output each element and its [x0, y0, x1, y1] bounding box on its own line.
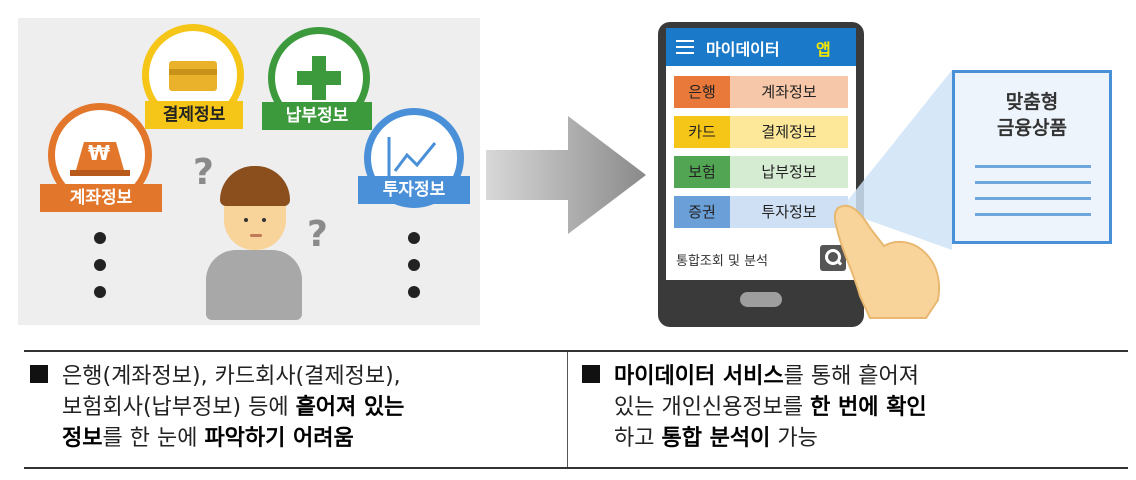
app-title: 마이데이터	[706, 40, 780, 59]
info-label: 투자정보	[730, 196, 848, 228]
org-label: 보험	[674, 156, 730, 188]
product-title-1: 맞춤형	[1005, 91, 1059, 113]
caption-bottom-rule	[24, 467, 1128, 469]
search-label: 통합조회 및 분석	[676, 254, 768, 269]
highlight-beam	[840, 70, 952, 250]
bank-icon	[70, 142, 130, 176]
product-title-2: 금융상품	[997, 117, 1067, 139]
payment-tag: 결제정보	[145, 101, 243, 129]
square-bullet-icon	[30, 365, 48, 383]
text-lines	[975, 165, 1091, 216]
won-symbol: ₩	[88, 141, 111, 165]
question-mark: ?	[307, 214, 328, 255]
plus-icon	[297, 56, 341, 100]
hamburger-menu-icon[interactable]	[676, 40, 694, 54]
info-label: 계좌정보	[730, 76, 848, 108]
info-label: 납부정보	[730, 156, 848, 188]
caption-right: 마이데이터 서비스를 통해 흩어져 있는 개인신용정보를 한 번에 확인 하고 …	[582, 361, 927, 454]
square-bullet-icon	[582, 365, 600, 383]
right-arrow	[486, 116, 646, 234]
caption-top-rule	[24, 350, 1128, 352]
custom-product-card: 맞춤형 금융상품	[952, 70, 1112, 244]
question-mark: ?	[193, 152, 214, 193]
card-icon	[169, 61, 217, 91]
more-dots-left	[94, 232, 110, 313]
app-title-accent: 앱	[816, 40, 831, 59]
info-label: 결제정보	[730, 116, 848, 148]
org-label: 증권	[674, 196, 730, 228]
app-header: 마이데이터 앱	[666, 28, 856, 66]
home-button[interactable]	[740, 292, 782, 307]
caption-left: 은행(계좌정보), 카드회사(결제정보), 보험회사(납부정보) 등에 흩어져 …	[30, 361, 404, 454]
org-label: 은행	[674, 76, 730, 108]
invest-tag: 투자정보	[358, 176, 470, 204]
confused-person	[198, 160, 308, 320]
search-icon[interactable]	[820, 245, 846, 271]
account-tag: 계좌정보	[40, 184, 162, 212]
pointing-finger-icon	[833, 204, 940, 319]
org-label: 카드	[674, 116, 730, 148]
more-dots-right	[408, 232, 424, 313]
caption-divider	[567, 352, 568, 467]
tax-tag: 납부정보	[262, 102, 372, 130]
